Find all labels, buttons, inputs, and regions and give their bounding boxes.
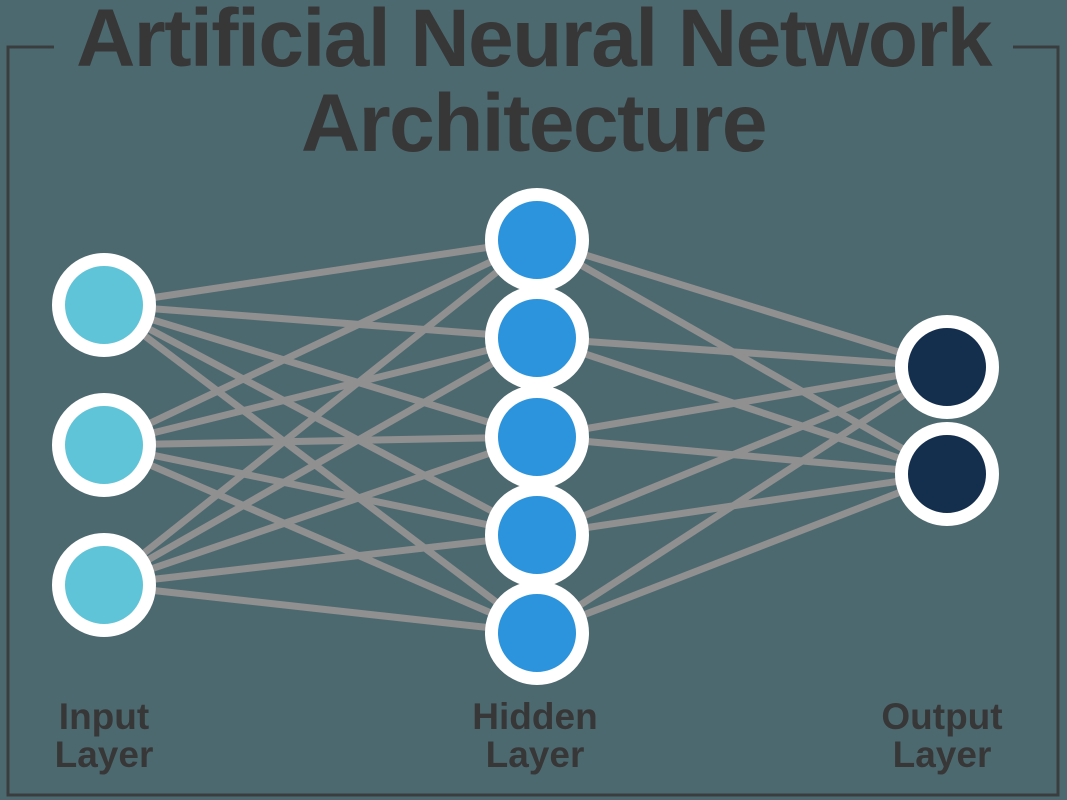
edge-input3-hidden5 (103, 581, 538, 637)
edge-input1-hidden2 (103, 301, 538, 342)
output-layer-label-line1: Output (881, 696, 1003, 737)
edge-hidden4-output1 (535, 363, 949, 539)
node-hidden-3 (485, 385, 589, 489)
node-input-3 (52, 533, 156, 637)
node-output-1 (895, 315, 999, 419)
edge-hidden5-output1 (535, 364, 949, 636)
hidden-layer-label-line2: Layer (485, 733, 585, 775)
edge-input2-hidden3 (103, 433, 538, 449)
edge-hidden2-output1 (536, 334, 948, 371)
node-hidden-1 (485, 188, 589, 292)
node-hidden-5 (485, 581, 589, 685)
output-layer-label-line2: Layer (892, 733, 992, 775)
edge-input1-hidden3 (102, 301, 539, 441)
node-input-2 (52, 393, 156, 497)
input-layer-label-line1: Input (58, 696, 150, 737)
edge-input3-hidden4 (103, 531, 538, 589)
hidden-layer-label: Hidden Layer (375, 698, 695, 773)
edge-input1-hidden1 (103, 236, 538, 309)
layer-input-nodes (52, 253, 156, 637)
edge-input3-hidden1 (101, 237, 540, 588)
edges (101, 236, 949, 637)
title-line-2: Architecture (300, 78, 768, 170)
edge-hidden1-output2 (535, 236, 949, 478)
hidden-layer-label-line1: Hidden (472, 696, 598, 737)
edge-hidden3-output1 (536, 363, 948, 441)
edge-hidden2-output2 (535, 334, 949, 478)
layer-output-nodes (895, 315, 999, 526)
input-layer-label: Input Layer (0, 698, 264, 773)
edge-input2-hidden1 (102, 236, 539, 449)
edge-input2-hidden4 (103, 441, 538, 539)
edge-input1-hidden4 (102, 301, 539, 539)
input-layer-label-line2: Layer (54, 733, 154, 775)
output-layer-label: Output Layer (782, 698, 1067, 773)
frame-border (6, 45, 1060, 797)
edge-input2-hidden2 (103, 334, 538, 449)
edge-input3-hidden2 (102, 334, 539, 589)
edge-input2-hidden5 (102, 441, 539, 637)
edge-hidden3-output2 (536, 433, 948, 478)
edge-hidden4-output2 (536, 470, 948, 539)
node-hidden-2 (485, 286, 589, 390)
edge-hidden5-output2 (535, 470, 949, 637)
page-title: Artificial Neural Network Architecture (0, 0, 1067, 167)
node-hidden-4 (485, 483, 589, 587)
edge-hidden1-output1 (535, 236, 949, 371)
title-line-1: Artificial Neural Network (76, 0, 992, 84)
layer-hidden-nodes (485, 188, 589, 685)
edge-input3-hidden3 (102, 433, 539, 589)
edge-input1-hidden5 (101, 302, 540, 636)
node-input-1 (52, 253, 156, 357)
node-output-2 (895, 422, 999, 526)
